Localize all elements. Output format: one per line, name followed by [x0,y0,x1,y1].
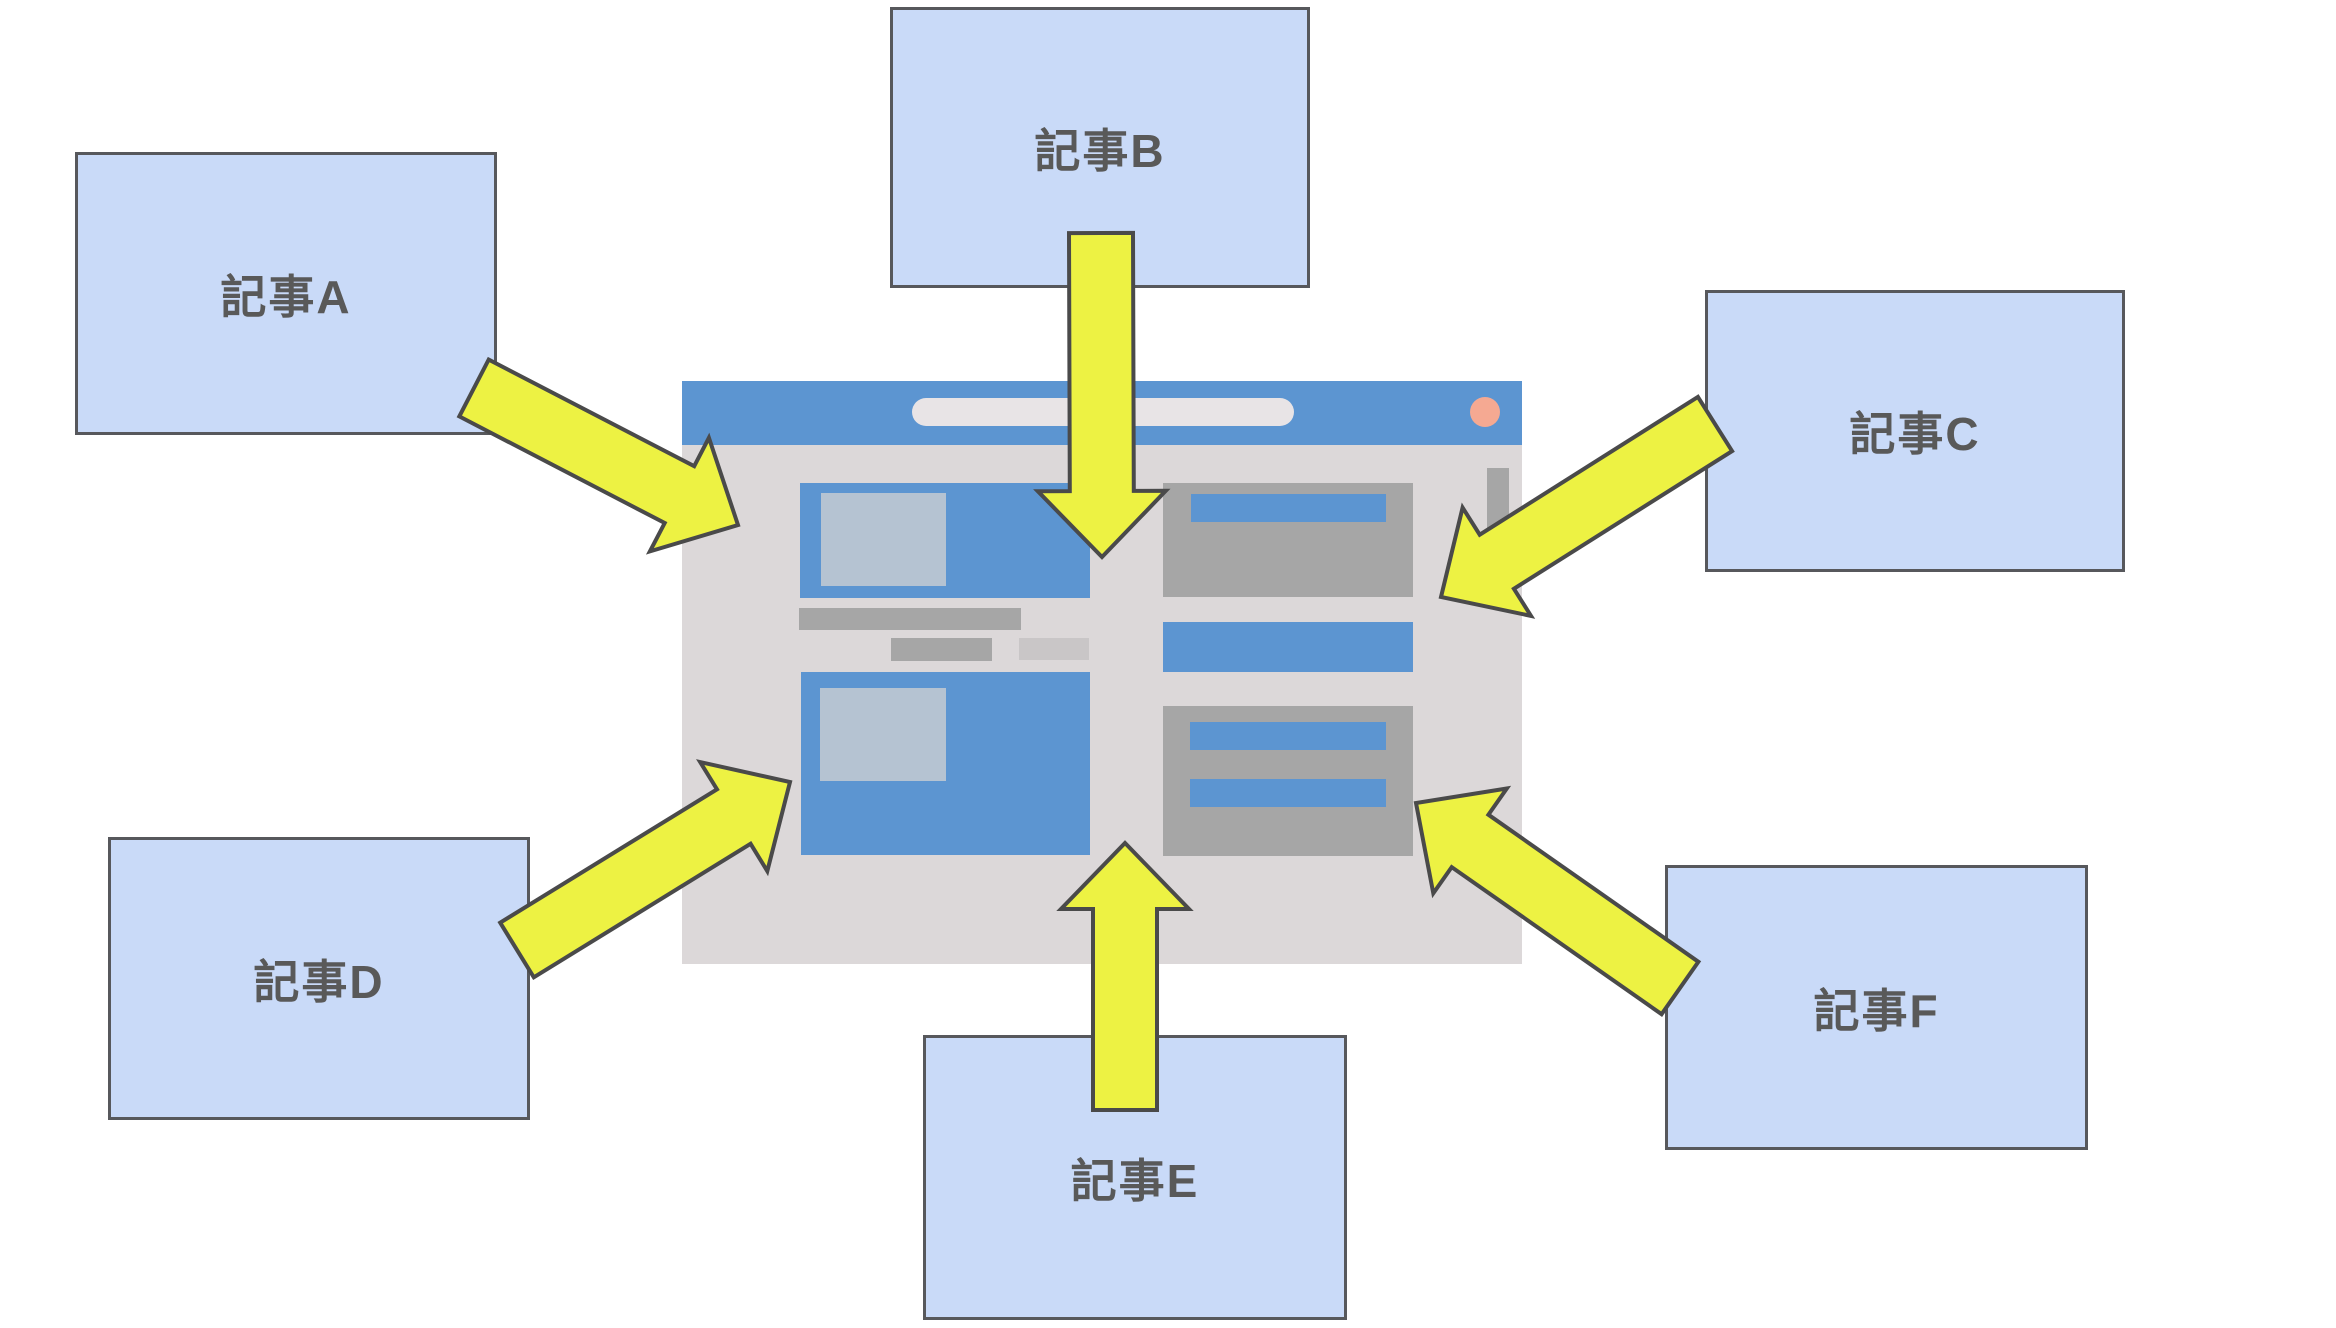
article-box-d-label: 記事D [253,955,385,1008]
sidebar-card-bottom-bar-1 [1190,722,1386,750]
article-box-b-label: 記事B [1034,124,1166,177]
article-box-e-label: 記事E [1070,1154,1200,1207]
text-line-small-light [1019,638,1089,660]
image-placeholder-bottom [820,688,946,781]
article-box-a: 記事A [75,152,497,435]
article-box-d: 記事D [108,837,530,1120]
article-box-f-label: 記事F [1813,984,1940,1037]
article-box-c: 記事C [1705,290,2125,572]
image-placeholder-top [821,493,946,586]
scrollbar-thumb [1487,468,1509,565]
sidebar-card-bottom-bar-2 [1190,779,1386,807]
text-line-wide [799,608,1021,630]
article-box-b: 記事B [890,7,1310,288]
browser-window [682,381,1522,964]
text-line-small-dark [891,638,992,661]
sidebar-card-top-title-bar [1191,494,1386,522]
address-bar [912,398,1294,426]
sidebar-banner-bar [1163,622,1413,672]
article-box-c-label: 記事C [1849,408,1981,460]
article-box-f: 記事F [1665,865,2088,1150]
article-box-e: 記事E [923,1035,1347,1320]
article-box-a-label: 記事A [220,270,352,323]
window-control-dot [1470,397,1500,427]
